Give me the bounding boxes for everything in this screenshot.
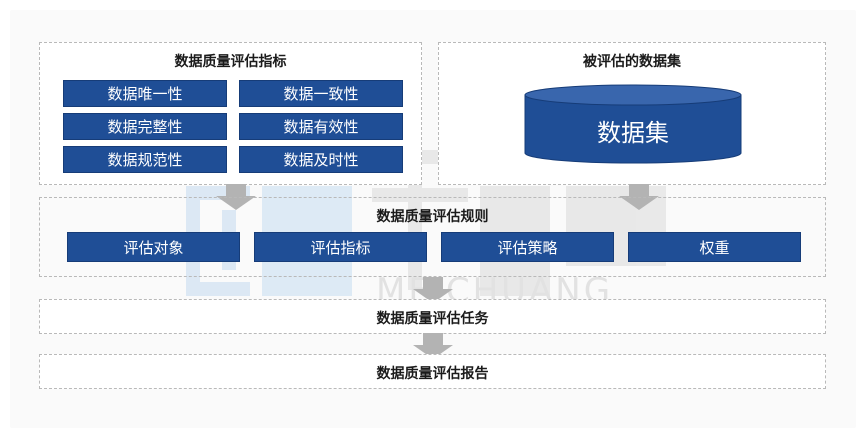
rules-title: 数据质量评估规则 <box>376 209 489 225</box>
indicator-consistency: 数据一致性 <box>239 80 403 107</box>
dataset-panel: 被评估的数据集 数据集 <box>438 42 826 185</box>
rule-target: 评估对象 <box>67 232 240 262</box>
task-title: 数据质量评估任务 <box>376 311 489 327</box>
indicator-uniqueness: 数据唯一性 <box>63 80 227 107</box>
rules-panel: 数据质量评估规则 评估对象 评估指标 评估策略 权重 <box>39 197 826 277</box>
dataset-title: 被评估的数据集 <box>583 54 681 70</box>
rule-weight: 权重 <box>628 232 801 262</box>
rule-indicator: 评估指标 <box>254 232 427 262</box>
rule-strategy: 评估策略 <box>441 232 614 262</box>
task-panel: 数据质量评估任务 <box>39 299 826 334</box>
indicator-standardization: 数据规范性 <box>63 146 227 173</box>
indicator-validity: 数据有效性 <box>239 113 403 140</box>
arrow-down-icon <box>413 277 453 303</box>
dataset-cylinder <box>524 84 742 164</box>
report-title: 数据质量评估报告 <box>376 366 489 382</box>
indicators-title: 数据质量评估指标 <box>174 54 287 70</box>
arrow-down-icon <box>413 333 453 359</box>
dataset-cylinder-label: 数据集 <box>597 119 669 147</box>
indicator-timeliness: 数据及时性 <box>239 146 403 173</box>
indicator-completeness: 数据完整性 <box>63 113 227 140</box>
report-panel: 数据质量评估报告 <box>39 354 826 389</box>
indicators-panel: 数据质量评估指标 数据唯一性 数据一致性 数据完整性 数据有效性 数据规范性 数… <box>39 42 422 185</box>
